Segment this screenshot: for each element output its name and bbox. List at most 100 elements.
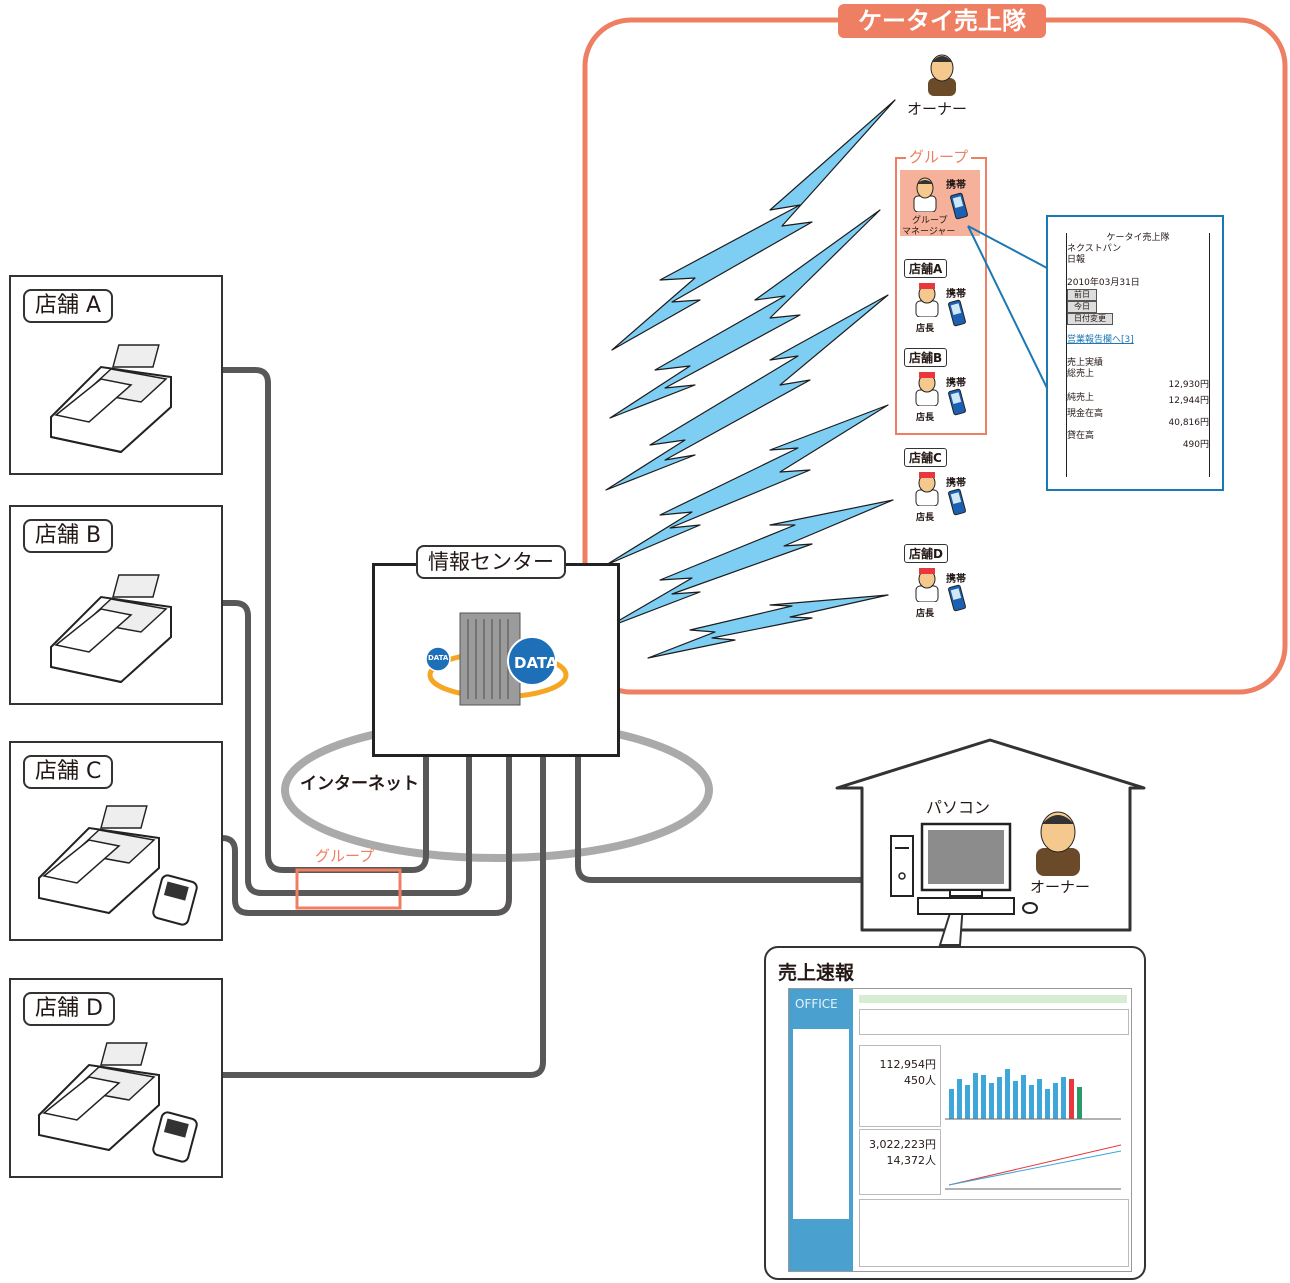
- info-center-label: 情報センター: [416, 545, 566, 579]
- group-manager-label-1: グループ: [912, 216, 948, 226]
- bolt-2: [609, 209, 881, 419]
- store-manager-icon: [915, 283, 939, 317]
- store-a-label: 店舗 A: [23, 289, 114, 323]
- pc-screen: [928, 830, 1004, 884]
- mobile-owner-label: オーナー: [907, 100, 968, 118]
- mobile-phone-icon: [948, 299, 966, 327]
- report-bar-chart: [945, 1069, 1121, 1120]
- bolt-5: [605, 499, 894, 629]
- register-with-handheld-icon: [38, 805, 198, 926]
- store-manager-icon: [915, 568, 939, 602]
- mobile-phone-icon: [948, 584, 966, 612]
- phone-company: ネクストパン: [1067, 244, 1122, 254]
- store-a-box: 店舗 A: [9, 275, 223, 475]
- phone-row-label: 総売上: [1067, 369, 1095, 379]
- group-manager-phone-label: 携帯: [946, 180, 966, 191]
- phone-app-title: ケータイ売上隊: [1106, 233, 1170, 243]
- pc-mouse: [1022, 902, 1038, 914]
- group-label-bottom: グループ: [315, 847, 375, 865]
- group-manager-label-2: マネージャー: [902, 227, 956, 237]
- report-monthly-customers-value: 14,372人: [886, 1154, 937, 1167]
- mobile-store-d-role: 店長: [916, 609, 935, 619]
- line-store-d: [202, 737, 546, 1078]
- pc-owner-label: オーナー: [1030, 878, 1091, 896]
- lightning-bolts: [605, 99, 896, 659]
- phone-date: 2010年03月31日: [1067, 278, 1140, 288]
- info-center-label-text: 情報センター: [428, 550, 554, 574]
- group-manager-highlight: [900, 170, 980, 236]
- title-badge: ケータイ売上隊: [838, 4, 1046, 38]
- line-store-b: [202, 600, 472, 896]
- bolt-1: [611, 99, 896, 351]
- owner-person-icon: [928, 54, 956, 96]
- mobile-store-b-role: 店長: [916, 413, 935, 423]
- mobile-store-d-phone: 携帯: [946, 574, 966, 585]
- report-screenshot: OFFICE 112,954円 450人 3,022,223円 14,372人: [788, 988, 1132, 1272]
- mobile-store-d-label: 店舗D: [904, 544, 948, 563]
- line-store-c: [202, 737, 512, 916]
- phone-report-type: 日報: [1067, 255, 1086, 265]
- bolt-4: [605, 404, 889, 566]
- phone-row-value: 490円: [1182, 440, 1209, 450]
- internet-label: インターネット: [300, 774, 419, 794]
- store-c-box: 店舗 C: [9, 741, 223, 941]
- report-sales-value: 112,954円: [879, 1058, 937, 1071]
- phone-callout-line: [967, 225, 1048, 269]
- store-c-label: 店舗 C: [23, 755, 114, 789]
- mobile-store-a-label: 店舗A: [904, 259, 948, 278]
- mobile-group-label: グループ: [906, 146, 972, 167]
- report-monthly-sales-value: 3,022,223円: [869, 1138, 936, 1151]
- phone-row-label: 現金在高: [1067, 409, 1104, 419]
- phone-row-value: 12,930円: [1168, 380, 1210, 390]
- phone-row-label: 純売上: [1067, 393, 1095, 403]
- report-app-name: OFFICE: [795, 997, 838, 1011]
- data-badge-big: DATA: [514, 654, 558, 672]
- mobile-store-b-phone: 携帯: [946, 378, 966, 389]
- mobile-store-b-label: 店舗B: [904, 348, 948, 367]
- phone-row-label: 貸在高: [1067, 431, 1095, 441]
- phone-screen: ケータイ売上隊 ネクストパン 日報 2010年03月31日 前日 今日 日付変更…: [1066, 233, 1210, 477]
- bolt-6: [647, 594, 889, 659]
- phone-row-value: 12,944円: [1168, 396, 1210, 406]
- change-date-button[interactable]: 日付変更: [1067, 313, 1113, 325]
- group-highlight-box: [295, 868, 402, 910]
- store-connection-lines: [202, 367, 873, 1078]
- store-manager-icon: [915, 472, 939, 506]
- sales-report-link[interactable]: 営業報告欄へ[3]: [1067, 335, 1134, 345]
- mobile-store-a-role: 店長: [916, 324, 935, 334]
- mobile-phone-icon: [948, 488, 966, 516]
- mobile-phone-icon: [948, 388, 966, 416]
- phone-callout-line-2: [967, 225, 1048, 389]
- pc-label: パソコン: [926, 798, 991, 817]
- store-d-label: 店舗 D: [23, 992, 115, 1026]
- sales-report-callout: 売上速報 OFFICE 112,954円 450人 3,022,223円: [764, 946, 1146, 1280]
- mobile-store-c-phone: 携帯: [946, 478, 966, 489]
- register-with-handheld-icon: [38, 1042, 198, 1163]
- mobile-store-c-label: 店舗C: [904, 448, 947, 467]
- report-sidebar: OFFICE: [789, 989, 853, 1271]
- group-manager-icon: [913, 177, 937, 212]
- today-button[interactable]: 今日: [1067, 301, 1097, 313]
- sales-report-title: 売上速報: [778, 962, 855, 984]
- bolt-3: [605, 294, 889, 491]
- store-b-box: 店舗 B: [9, 505, 223, 705]
- phone-screen-panel: ケータイ売上隊 ネクストパン 日報 2010年03月31日 前日 今日 日付変更…: [1046, 215, 1224, 491]
- store-manager-icon: [915, 372, 939, 406]
- title-text: ケータイ売上隊: [858, 7, 1026, 35]
- data-badge-small: DATA: [428, 654, 449, 662]
- phone-row-value: 40,816円: [1168, 418, 1210, 428]
- line-store-a: [202, 367, 429, 873]
- mobile-phone-icon: [950, 192, 968, 220]
- report-customers-value: 450人: [904, 1074, 936, 1087]
- line-to-pc: [575, 737, 873, 883]
- register-icon: [50, 574, 172, 684]
- mobile-store-c-role: 店長: [916, 513, 935, 523]
- mobile-store-a-phone: 携帯: [946, 289, 966, 300]
- prev-day-button[interactable]: 前日: [1067, 289, 1097, 301]
- store-d-box: 店舗 D: [9, 978, 223, 1178]
- phone-section-title: 売上実績: [1067, 358, 1104, 368]
- register-icon: [50, 344, 172, 454]
- pc-owner-icon: [1036, 811, 1080, 876]
- server-icon: [425, 612, 569, 706]
- report-line-chart: [945, 1144, 1122, 1190]
